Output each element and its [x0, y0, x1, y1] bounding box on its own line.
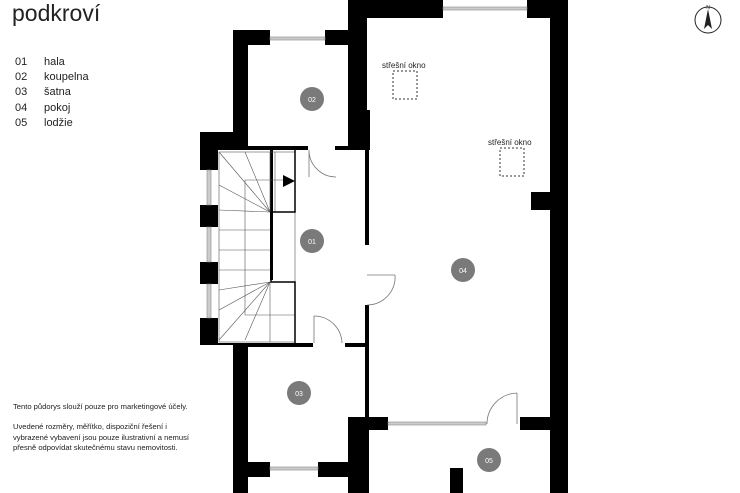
disclaimer-paragraph-1: Tento půdorys slouží pouze pro marketing… — [13, 402, 188, 411]
skylights — [392, 70, 525, 177]
doors[interactable] — [308, 149, 518, 425]
legend-label: pokoj — [44, 101, 71, 114]
svg-text:04: 04 — [459, 268, 467, 275]
svg-text:N: N — [706, 5, 710, 11]
legend-item: 01 hala — [15, 55, 89, 70]
legend-number: 04 — [15, 101, 28, 114]
stair-arrow-icon — [283, 175, 295, 187]
legend-label: hala — [44, 56, 65, 68]
windows — [206, 6, 528, 471]
legend-item: 03 šatna — [15, 85, 89, 100]
room-legend: 01 hala 02 koupelna 03 šatna 04 pokoj 05 lodž… — [15, 55, 89, 131]
legend-label: koupelna — [44, 71, 89, 84]
svg-text:05: 05 — [485, 458, 493, 465]
svg-text:02: 02 — [308, 97, 316, 104]
legend-label: šatna — [44, 86, 71, 99]
svg-text:01: 01 — [308, 239, 316, 246]
north-compass-icon: N — [694, 5, 722, 34]
room-badge-05: 05 — [477, 448, 501, 472]
room-badge-02: 02 — [300, 87, 324, 111]
disclaimer-paragraph-2: Uvedené rozměry, měřítko, dispoziční řeš… — [13, 422, 190, 453]
floor-title: podkroví — [12, 0, 101, 26]
room-badge-03: 03 — [287, 381, 311, 405]
legend-item: 02 koupelna — [15, 70, 89, 85]
legend-item: 04 pokoj — [15, 101, 89, 116]
skylight-label: střešní okno — [382, 61, 426, 70]
legend-number: 03 — [15, 86, 28, 99]
svg-text:03: 03 — [295, 391, 303, 398]
legend-number: 01 — [15, 56, 28, 68]
room-badge-01: 01 — [300, 229, 324, 253]
disclaimer: Tento půdorys slouží pouze pro marketing… — [13, 402, 203, 464]
legend-number: 02 — [15, 71, 28, 84]
legend-label: lodžie — [44, 116, 73, 129]
legend-item: 05 lodžie — [15, 116, 89, 131]
legend-number: 05 — [15, 116, 28, 129]
staircase — [218, 151, 296, 343]
room-badge-04: 04 — [451, 258, 475, 282]
walls — [200, 0, 568, 493]
skylight-label: střešní okno — [488, 138, 532, 147]
